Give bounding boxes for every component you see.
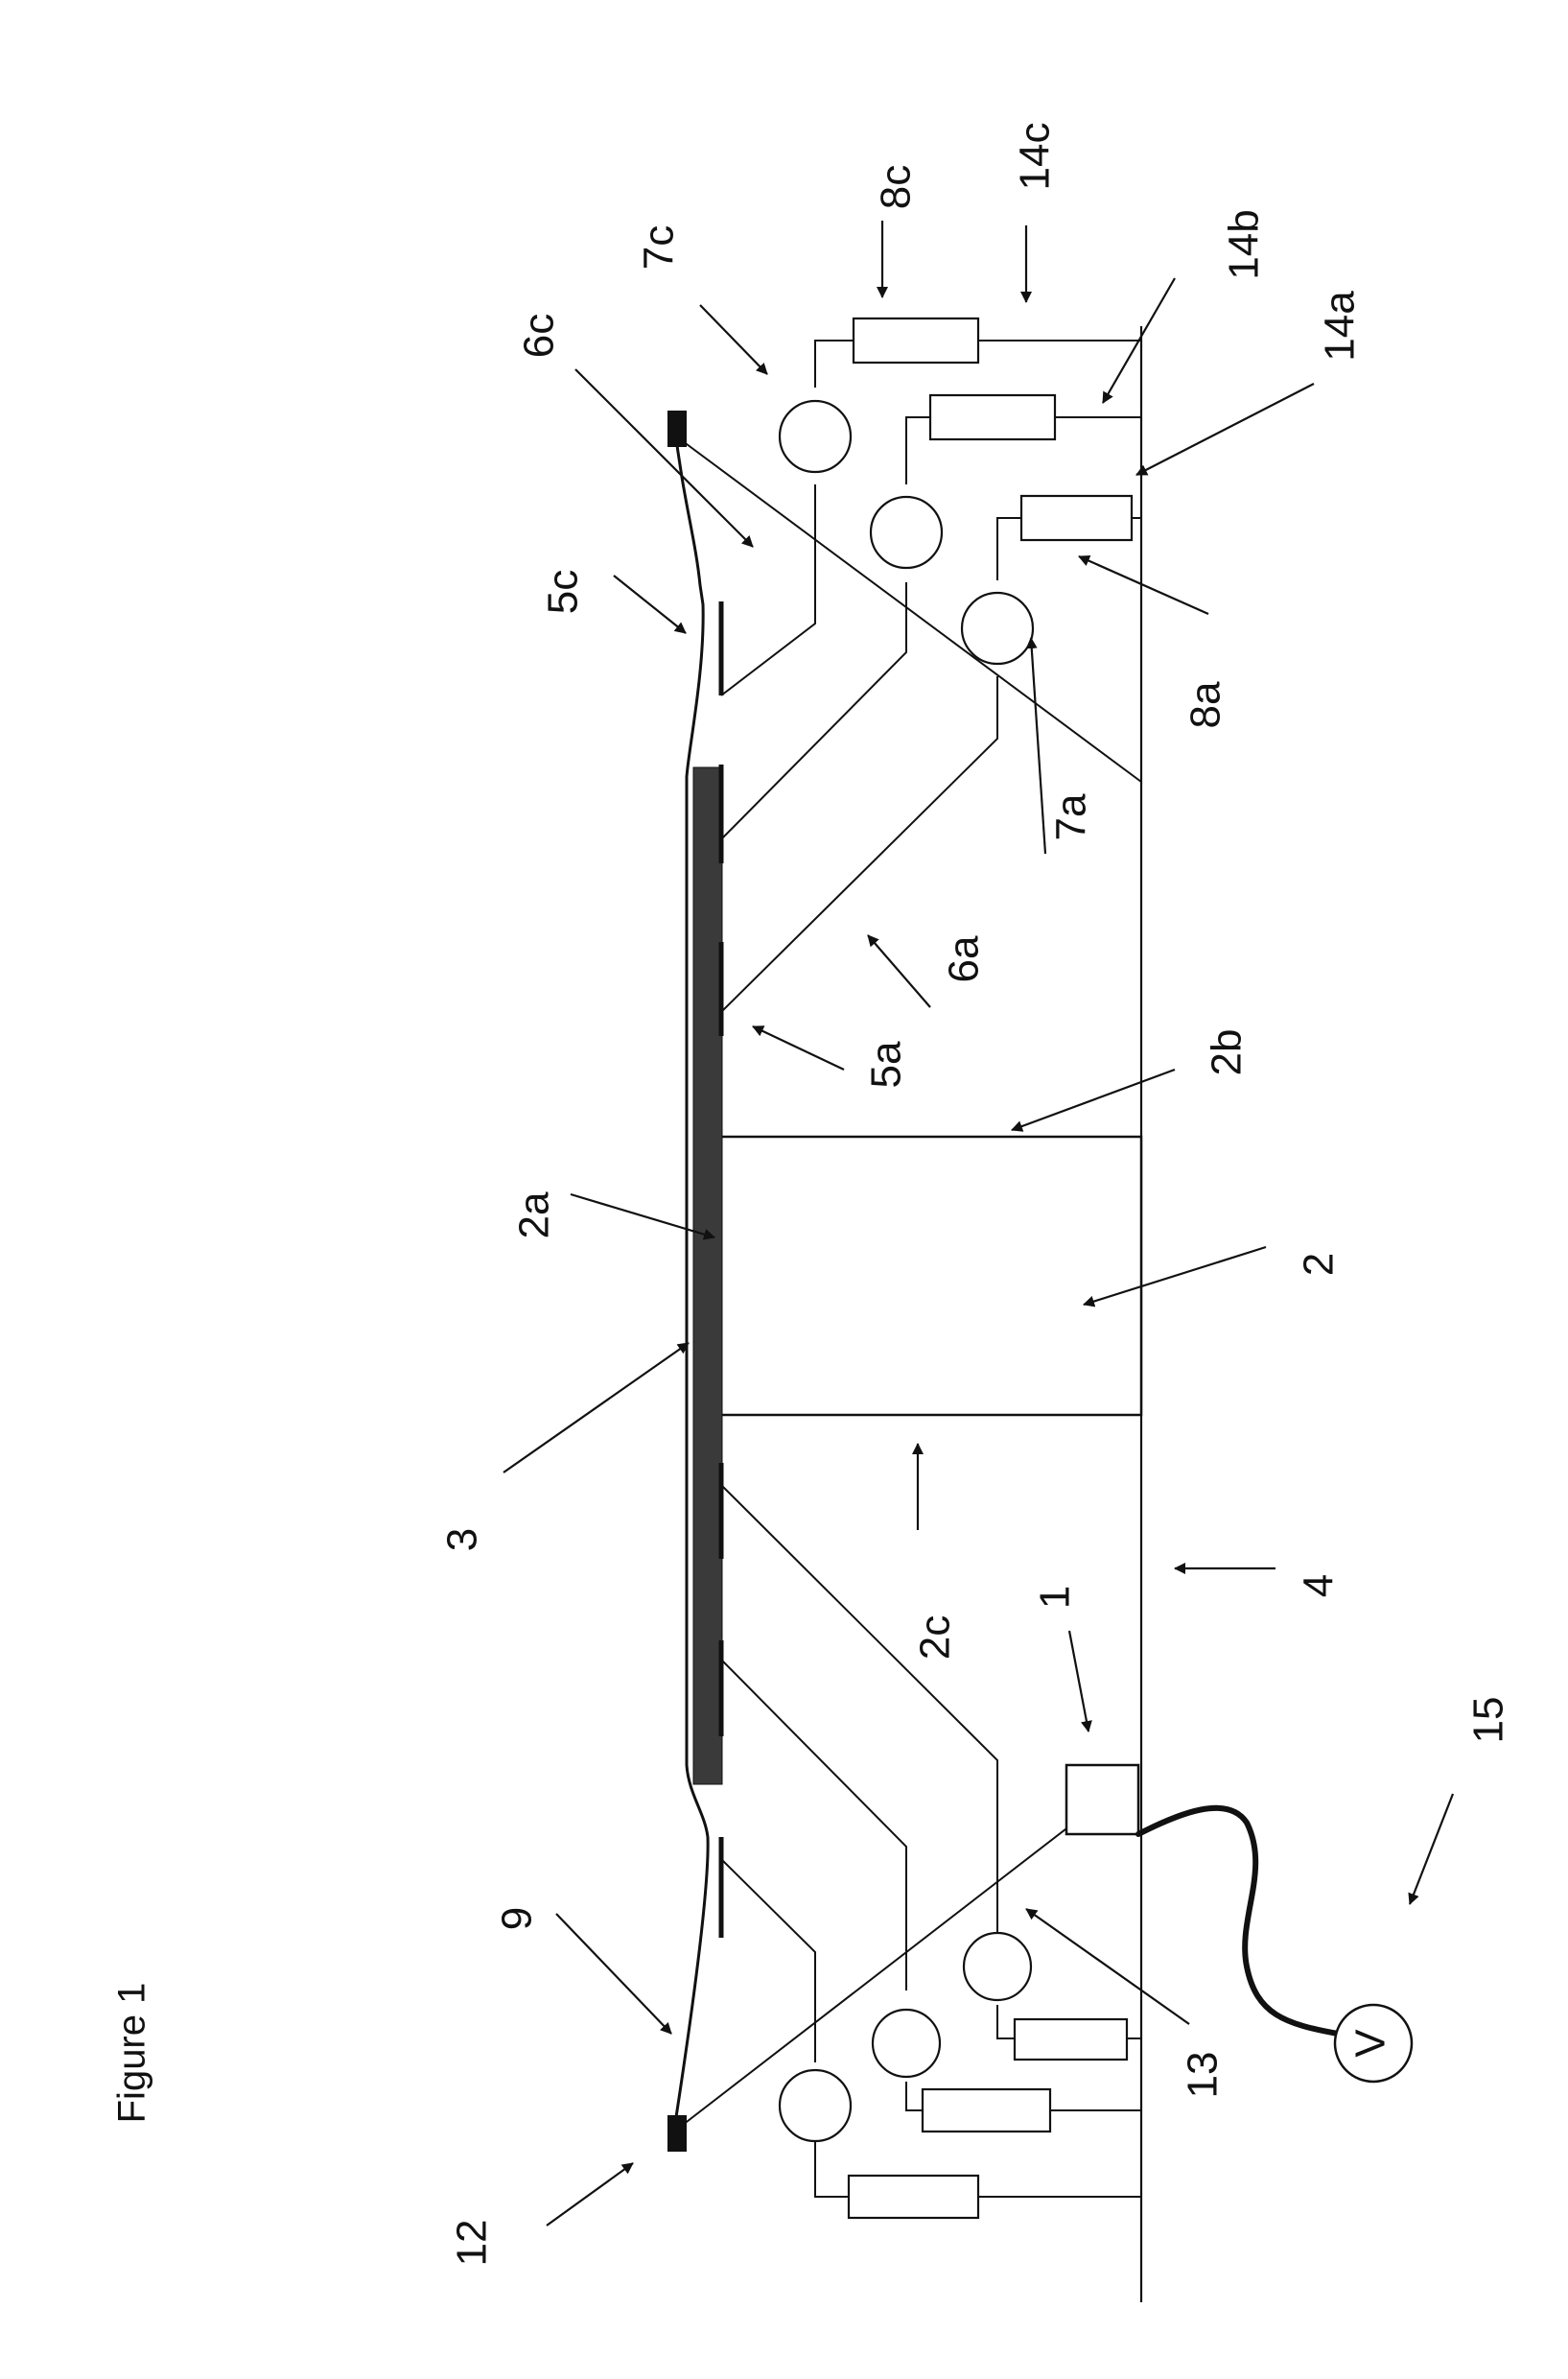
label-2: 2 — [1296, 1253, 1343, 1276]
figure-title: Figure 1 — [111, 1983, 153, 2124]
label-14c: 14c — [1012, 123, 1059, 191]
label-3: 3 — [439, 1528, 486, 1551]
top-components — [780, 318, 1132, 664]
label-7c: 7c — [636, 225, 683, 270]
label-13: 13 — [1180, 2052, 1227, 2099]
label-8c: 8c — [873, 165, 920, 209]
arrow-3 — [503, 1343, 689, 1472]
arrow-2b — [1012, 1070, 1175, 1130]
label-14a: 14a — [1317, 291, 1364, 362]
arrow-5a — [753, 1026, 844, 1070]
label-1: 1 — [1032, 1586, 1079, 1609]
sensor-box-1 — [1066, 1765, 1138, 1834]
label-14b: 14b — [1221, 209, 1268, 279]
instrument-b2 — [873, 2010, 940, 2077]
arrow-15 — [1410, 1794, 1453, 1904]
label-6c: 6c — [516, 314, 563, 358]
arrow-9 — [556, 1914, 671, 2034]
resistor-8b — [930, 395, 1055, 439]
label-4: 4 — [1296, 1574, 1343, 1597]
label-8a: 8a — [1182, 681, 1229, 728]
instrument-7c — [780, 401, 851, 472]
diagonal-6c — [683, 441, 1141, 782]
label-6a: 6a — [941, 935, 988, 982]
arrow-5c — [614, 576, 686, 633]
label-5a: 5a — [863, 1041, 910, 1088]
arrow-1 — [1069, 1631, 1088, 1731]
label-2a: 2a — [511, 1191, 558, 1238]
voltmeter-lead — [1138, 1808, 1338, 2034]
resistor-a2 — [1015, 2019, 1127, 2060]
arrow-7a — [1031, 638, 1045, 854]
block-2 — [721, 1137, 1141, 1415]
label-12: 12 — [449, 2220, 496, 2267]
strip-2a — [693, 767, 722, 1784]
resistor-8a — [1021, 496, 1132, 540]
arrow-13 — [1026, 1909, 1189, 2024]
label-2b: 2b — [1204, 1029, 1251, 1076]
label-7a: 7a — [1048, 793, 1095, 840]
instrument-7b — [871, 497, 942, 568]
arrow-14a — [1136, 384, 1314, 475]
label-15: 15 — [1465, 1697, 1512, 1744]
arrow-8a — [1079, 556, 1208, 614]
label-9: 9 — [494, 1907, 541, 1930]
label-5c: 5c — [540, 570, 587, 614]
resistor-b2 — [923, 2089, 1050, 2132]
resistor-8c — [854, 318, 978, 363]
arrow-6c — [575, 369, 753, 547]
instrument-13 — [964, 1933, 1031, 2000]
terminal-bottom — [667, 2115, 687, 2152]
arrow-6a — [868, 935, 930, 1007]
arrow-7c — [700, 305, 767, 374]
arrow-12 — [547, 2163, 633, 2226]
bottom-components — [780, 1933, 1127, 2218]
instrument-7a — [962, 593, 1033, 664]
voltmeter-symbol: V — [1347, 2029, 1394, 2058]
instrument-c2 — [780, 2070, 851, 2141]
resistor-c2 — [849, 2176, 978, 2218]
label-2c: 2c — [912, 1615, 959, 1660]
